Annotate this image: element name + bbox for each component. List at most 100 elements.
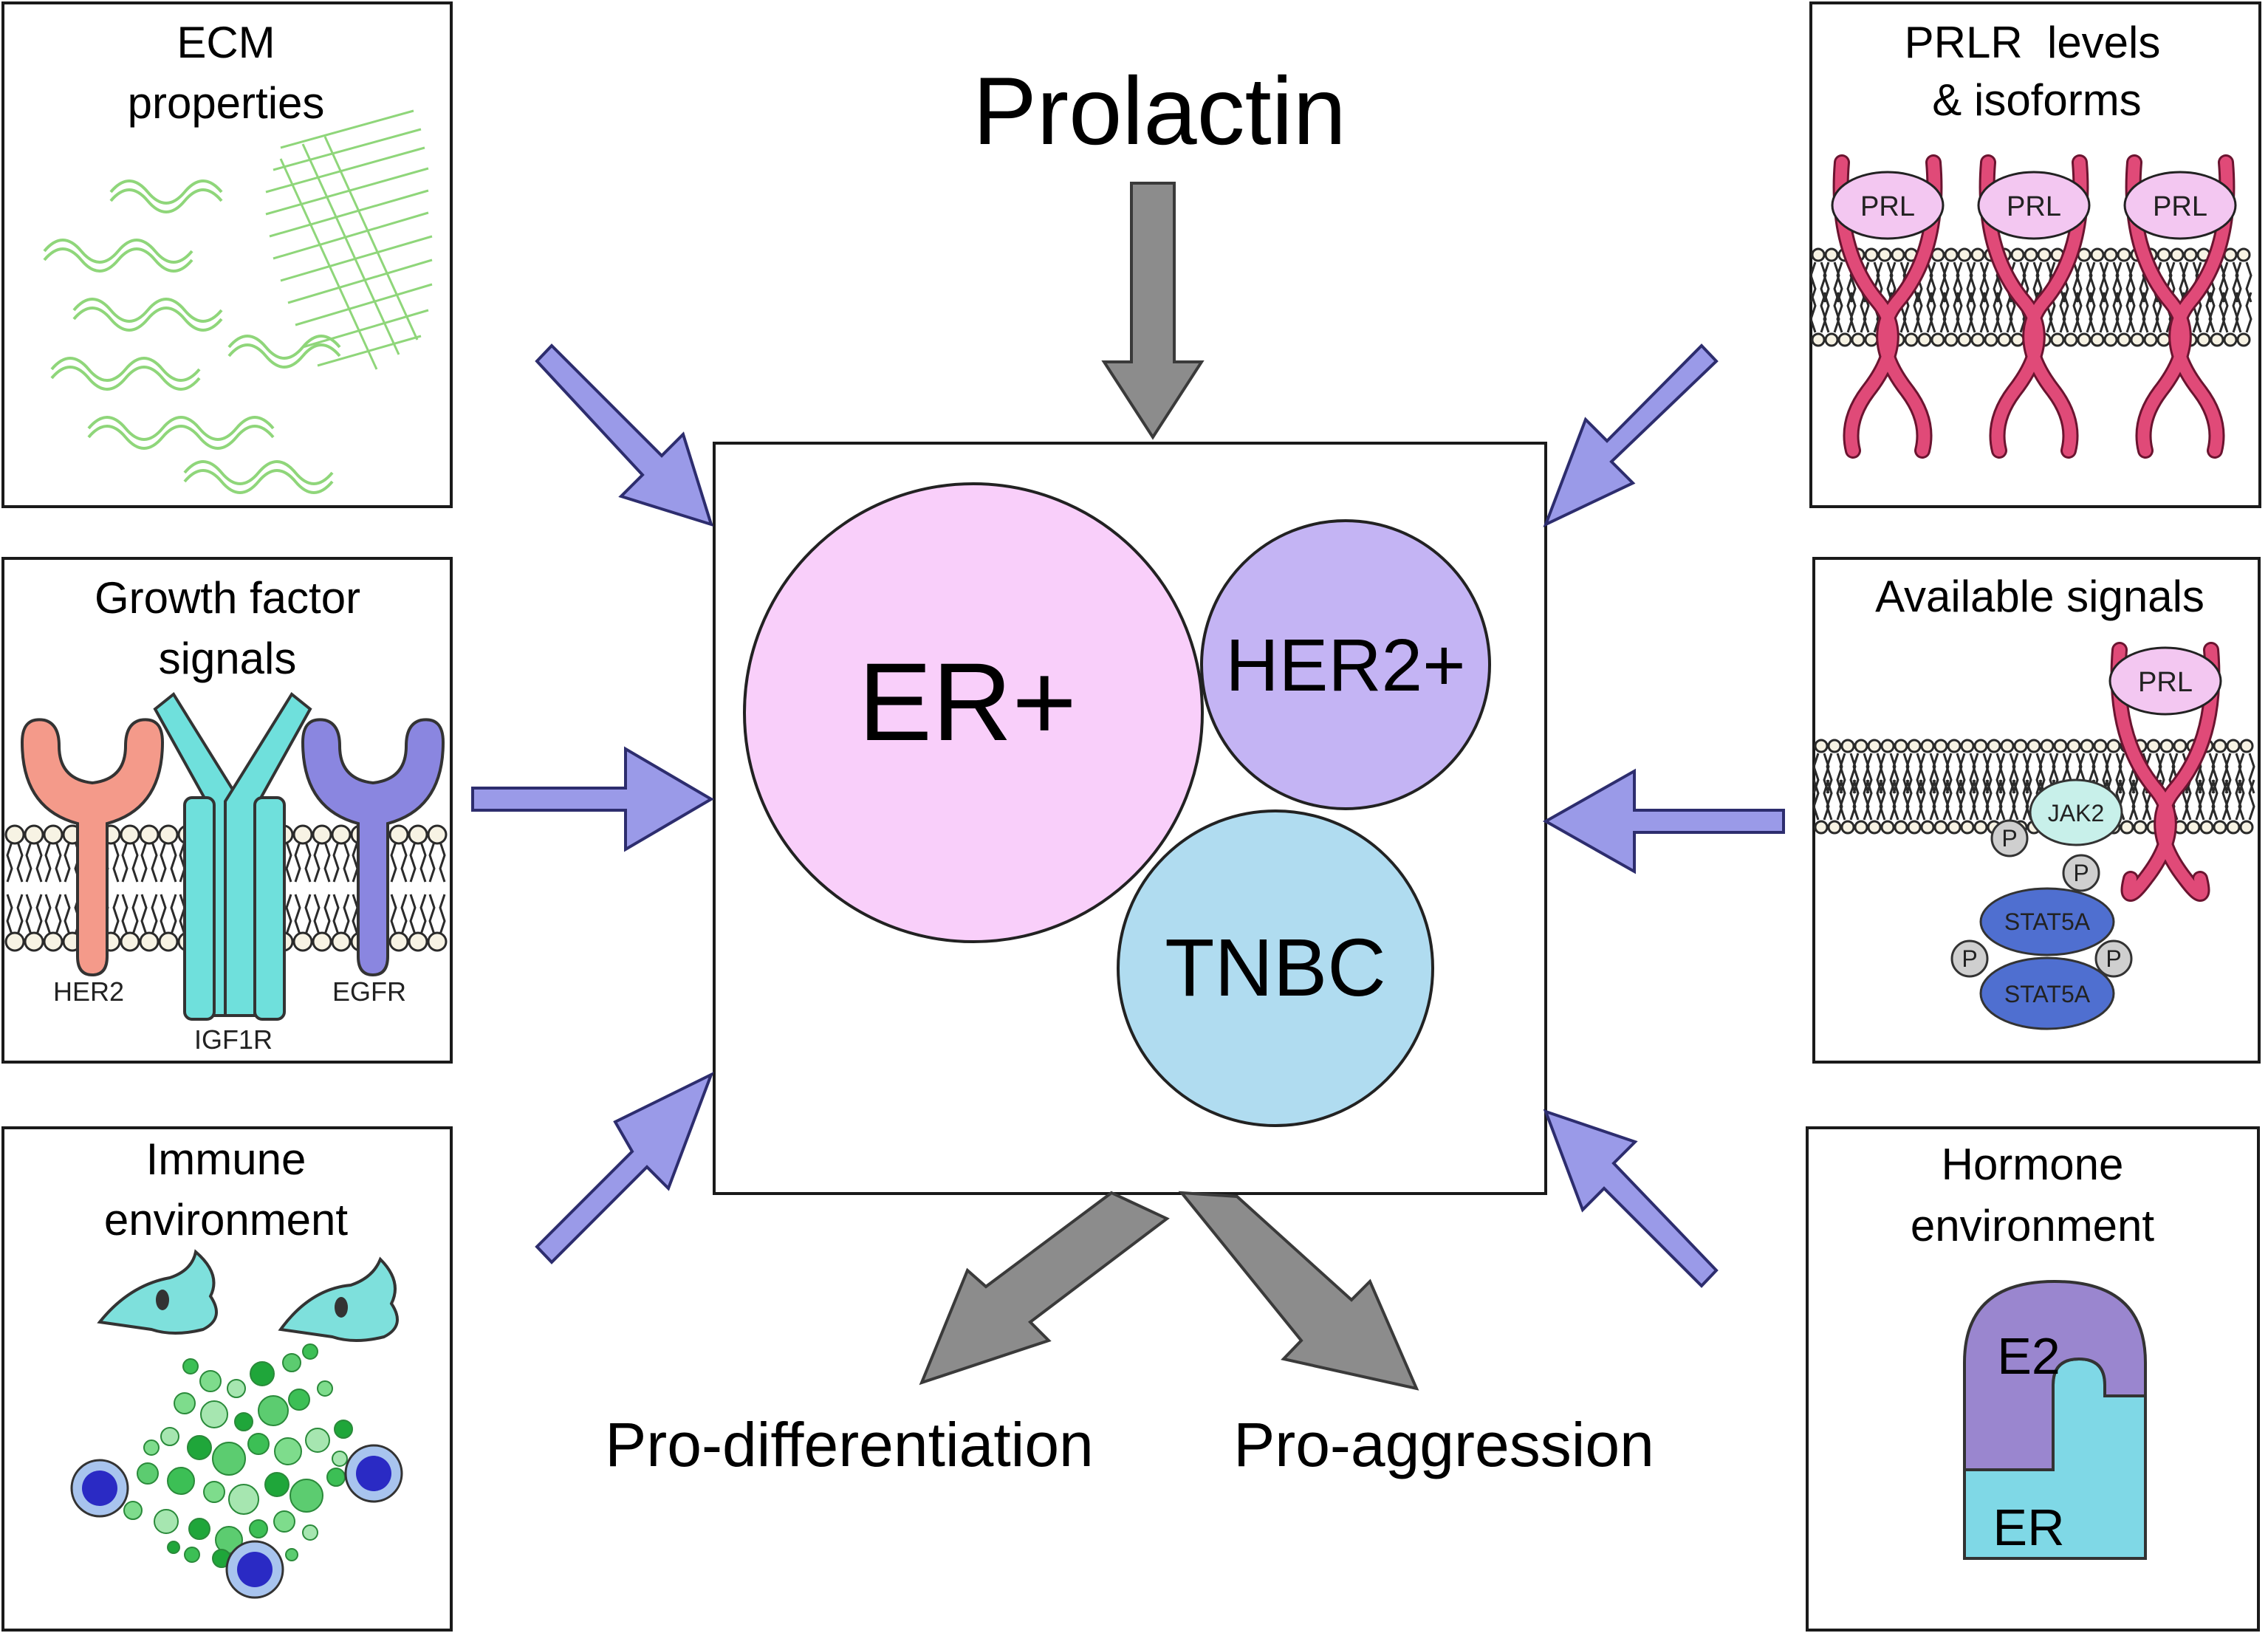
- cytokine-dot: [143, 1439, 160, 1456]
- lipid-tail: [2128, 261, 2136, 303]
- lipid-head: [1837, 332, 1852, 347]
- phospho-label: P: [2073, 860, 2089, 886]
- lipid-tail: [1969, 292, 1976, 333]
- lipid-tail: [419, 894, 427, 935]
- lipid-tail: [1833, 261, 1840, 303]
- ecm-title-line1: ECM: [177, 18, 275, 67]
- lipid-tail: [1982, 261, 1990, 303]
- lipid-tail: [1956, 292, 1963, 333]
- lipid-tail: [1839, 779, 1846, 821]
- lipid-head: [1907, 820, 1922, 835]
- lipid-tail: [25, 894, 32, 935]
- lipid-tail: [419, 841, 427, 883]
- lipid-head: [2223, 332, 2238, 347]
- lipid-tail: [439, 894, 446, 935]
- lipid-head: [4, 824, 25, 845]
- lipid-tail: [1929, 292, 1936, 333]
- lipid-head: [388, 931, 409, 952]
- pro-aggression-arrow: [1178, 1191, 1419, 1391]
- phospho-label: P: [2106, 945, 2121, 972]
- lipid-tail: [2245, 261, 2252, 303]
- lipid-tail: [2245, 292, 2252, 333]
- cytokine-dot: [200, 1400, 228, 1428]
- lipid-head: [331, 931, 352, 952]
- lipid-tail: [1879, 779, 1886, 821]
- lipid-tail: [2009, 779, 2016, 821]
- lipid-tail: [1863, 779, 1870, 821]
- lipid-tail: [2221, 292, 2229, 333]
- lipid-tail: [304, 841, 312, 883]
- lipid-tail: [1823, 292, 1830, 333]
- lipid-tail: [1966, 261, 1973, 303]
- lipid-tail: [151, 894, 158, 935]
- lipid-head: [292, 824, 313, 845]
- lipid-tail: [1916, 292, 1923, 333]
- lipid-tail: [2125, 261, 2133, 303]
- lipid-head: [2010, 247, 2025, 262]
- ecm-fibers-illustration: [43, 179, 341, 494]
- lipid-tail: [2142, 292, 2149, 333]
- cytokine-dot: [247, 1433, 270, 1455]
- lipid-tail: [2128, 292, 2136, 333]
- igf1r-receptor: [153, 692, 312, 1021]
- lipid-tail: [1849, 779, 1857, 821]
- lipid-tail: [439, 841, 446, 883]
- lipid-tail: [2072, 261, 2080, 303]
- lipid-tail: [2205, 292, 2213, 333]
- hormone-title-line2: environment: [1911, 1201, 2155, 1250]
- lipid-tail: [428, 841, 436, 883]
- lipid-tail: [2099, 292, 2106, 333]
- lipid-tail: [1826, 779, 1833, 821]
- signals-title: Available signals: [1875, 572, 2204, 621]
- cytokine-dot: [203, 1481, 225, 1503]
- lipid-tail: [2112, 261, 2120, 303]
- lipid-tail: [2062, 292, 2069, 333]
- lipid-head: [2133, 820, 2148, 835]
- prl-ligand: [1977, 171, 2091, 240]
- lipid-tail: [2235, 292, 2242, 333]
- lipid-head: [2199, 820, 2214, 835]
- lipid-head: [2226, 739, 2241, 753]
- lipid-head: [1987, 739, 2001, 753]
- lipid-tail: [1979, 292, 1987, 333]
- lipid-tail: [2208, 779, 2216, 821]
- lipid-head: [2156, 332, 2171, 347]
- lipid-tail: [2224, 779, 2232, 821]
- cytokine-dot: [182, 1358, 199, 1374]
- lipid-head: [2037, 247, 2052, 262]
- lipid-tail: [2195, 779, 2202, 821]
- cytokine-dot: [326, 1468, 346, 1487]
- lipid-head: [2050, 332, 2065, 347]
- prl-label: PRL: [2153, 191, 2207, 222]
- growth-input-arrow: [471, 746, 714, 852]
- phospho-stat-left: P: [1950, 939, 1989, 978]
- phospho-jak2-left: P: [1990, 819, 2029, 857]
- lipid-tail: [285, 841, 292, 883]
- lipid-tail: [2232, 292, 2239, 333]
- lipid-head: [2063, 332, 2078, 347]
- cytokine-dot: [274, 1437, 302, 1465]
- lipid-tail: [2235, 779, 2242, 821]
- er-label: ER: [1993, 1499, 2064, 1556]
- lipid-head: [139, 931, 160, 952]
- lipid-head: [120, 931, 140, 952]
- cytokine-dot: [188, 1518, 210, 1540]
- lipid-head: [2146, 739, 2161, 753]
- lipid-head: [312, 824, 332, 845]
- lipid-tail: [2219, 292, 2226, 333]
- lipid-tail: [2235, 261, 2242, 303]
- lipid-head: [2103, 332, 2118, 347]
- lipid-head: [1960, 820, 1975, 835]
- lipid-tail: [1932, 779, 1939, 821]
- lipid-tail: [1942, 779, 1950, 821]
- lipid-tail: [352, 894, 359, 935]
- cytokine-dot: [228, 1484, 259, 1515]
- lipid-head: [158, 824, 179, 845]
- lipid-head: [2236, 332, 2251, 347]
- egfr-label: EGFR: [332, 976, 406, 1007]
- lipid-tail: [112, 894, 120, 935]
- lipid-tail: [304, 894, 312, 935]
- lipid-tail: [2032, 261, 2040, 303]
- cytokine-dot: [282, 1353, 301, 1372]
- lipid-head: [2040, 739, 2055, 753]
